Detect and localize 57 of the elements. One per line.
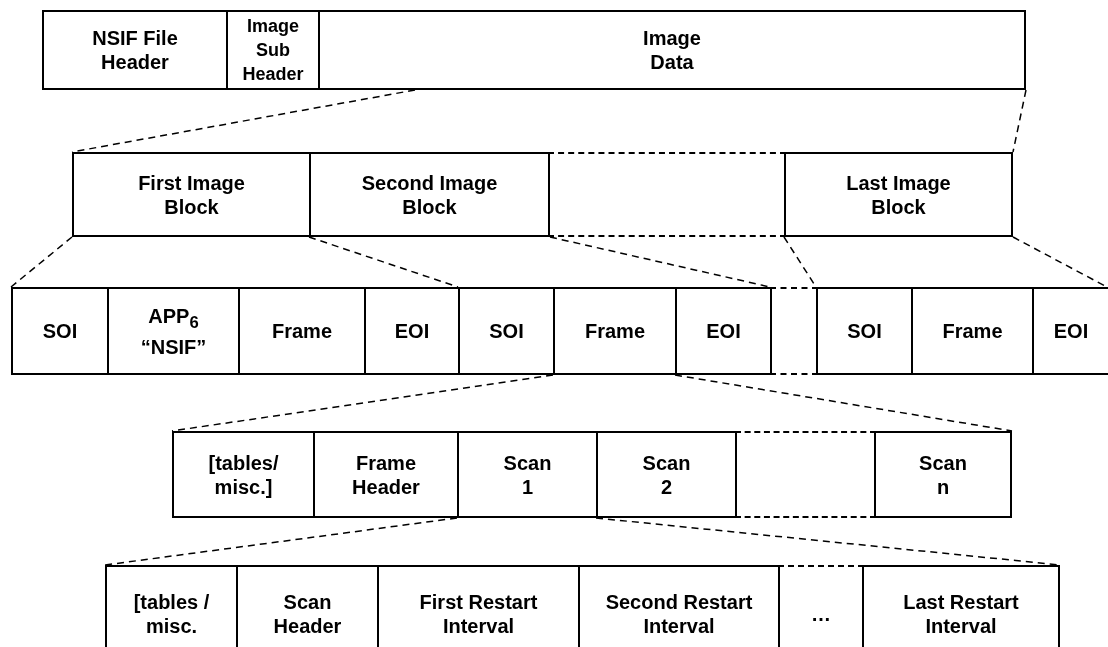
segment-box — [72, 152, 311, 237]
segment-label: Scan n — [918, 450, 968, 499]
segment-box — [862, 565, 1060, 647]
segment-label: Scan 1 — [502, 450, 553, 499]
segment-box — [458, 287, 555, 375]
segment-box — [238, 287, 366, 375]
segment-label: Scan Header — [272, 589, 343, 638]
segment-label: SOI — [42, 319, 78, 343]
segment-box — [42, 10, 228, 90]
segment-box — [226, 10, 320, 90]
segment-box — [911, 287, 1034, 375]
segment-box — [105, 565, 238, 647]
segment-box — [457, 431, 598, 518]
segment-box — [816, 287, 913, 375]
segment-box — [596, 431, 737, 518]
expansion-line — [10, 236, 73, 288]
segment-box — [675, 287, 772, 375]
segment-box — [553, 287, 677, 375]
segment-label: Last Restart Interval — [902, 589, 1020, 638]
segment-label: Image Data — [642, 26, 702, 74]
expansion-line — [1012, 89, 1027, 153]
segment-label: APP$_{6}$ “NSIF” — [139, 303, 208, 359]
segment-label: SOI — [847, 319, 882, 343]
segment-box — [172, 431, 315, 518]
segment-box — [874, 431, 1012, 518]
segment-label: First Image Block — [137, 170, 246, 219]
segment-label: EOI — [706, 319, 741, 343]
segment-label: … — [811, 601, 831, 626]
segment-box — [1032, 287, 1108, 375]
segment-label: Frame — [272, 319, 332, 343]
segment-label: Scan 2 — [641, 450, 692, 499]
segment-label: Second Image Block — [360, 170, 499, 219]
segment-box — [309, 152, 550, 237]
segment-label: Frame — [585, 319, 645, 343]
segment-label: [tables / misc. — [132, 589, 211, 638]
segment-label: Second Restart Interval — [604, 589, 754, 638]
segment-label: NSIF File Header — [91, 26, 179, 74]
segment-label: Frame Header — [351, 450, 421, 499]
segment-box — [313, 431, 459, 518]
segment-box — [107, 287, 240, 375]
segment-label: [tables/ misc.] — [207, 450, 280, 499]
segment-label: SOI — [489, 319, 524, 343]
expansion-line — [171, 374, 554, 432]
expansion-line — [674, 374, 1013, 432]
segment-label: EOI — [394, 319, 430, 343]
segment-box — [784, 152, 1013, 237]
segment-box — [11, 287, 109, 375]
expansion-line — [308, 236, 459, 288]
segment-label: First Restart Interval — [418, 589, 539, 638]
segment-label: Last Image Block — [845, 170, 952, 219]
segment-box — [318, 10, 1026, 90]
segment-label: EOI — [1053, 319, 1089, 343]
segment-box — [578, 565, 780, 647]
segment-label: Image Sub Header — [241, 15, 305, 86]
expansion-line — [104, 517, 458, 566]
segment-label: Frame — [942, 319, 1003, 343]
segment-box — [364, 287, 460, 375]
